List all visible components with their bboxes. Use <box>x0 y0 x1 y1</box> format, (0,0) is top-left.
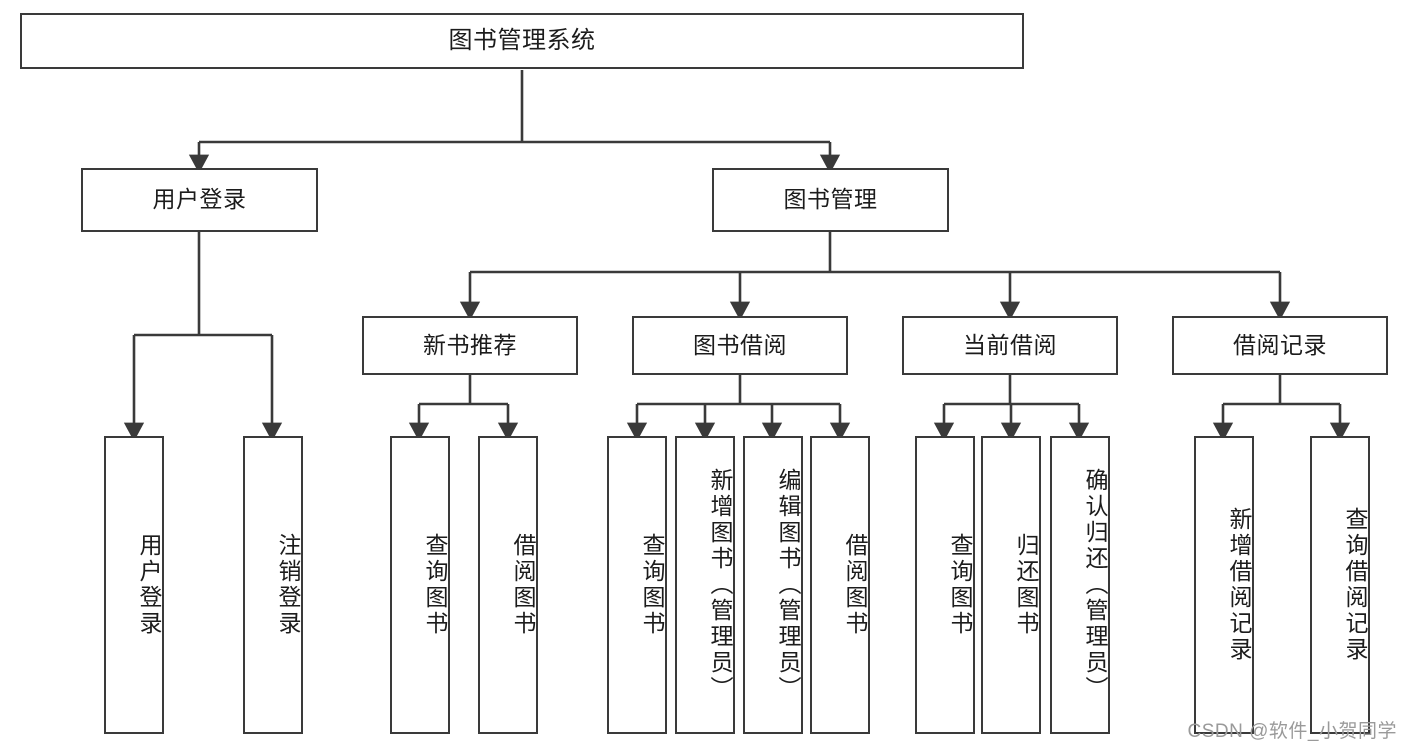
node-book-management-label: 图书管理 <box>783 186 878 213</box>
node-borrow-records[interactable]: 借阅记录 <box>1172 316 1388 375</box>
node-user-login[interactable]: 用户登录 <box>81 168 318 232</box>
leaf-confirm-return-admin[interactable]: 确认归还（管理员） <box>1050 436 1110 734</box>
watermark-text: CSDN @软件_小贺同学 <box>1187 721 1397 742</box>
leaf-query-books-borrow[interactable]: 查询图书 <box>607 436 667 734</box>
leaf-user-login-label: 用户登录 <box>136 533 162 637</box>
leaf-query-books-current-label: 查询图书 <box>947 533 973 637</box>
leaf-return-books[interactable]: 归还图书 <box>981 436 1041 734</box>
leaf-add-borrow-record[interactable]: 新增借阅记录 <box>1194 436 1254 734</box>
node-current-borrow[interactable]: 当前借阅 <box>902 316 1118 375</box>
node-book-borrow-label: 图书借阅 <box>693 331 787 358</box>
leaf-logout-label: 注销登录 <box>275 533 301 637</box>
leaf-edit-book-admin[interactable]: 编辑图书（管理员） <box>743 436 803 734</box>
leaf-logout[interactable]: 注销登录 <box>243 436 303 734</box>
node-root-label: 图书管理系统 <box>448 26 596 54</box>
leaf-borrow-books-borrow-label: 借阅图书 <box>842 533 868 637</box>
leaf-query-books-current[interactable]: 查询图书 <box>915 436 975 734</box>
node-root[interactable]: 图书管理系统 <box>20 13 1024 69</box>
leaf-user-login[interactable]: 用户登录 <box>104 436 164 734</box>
leaf-query-books-newbook[interactable]: 查询图书 <box>390 436 450 734</box>
node-user-login-label: 用户登录 <box>152 186 247 213</box>
node-book-borrow[interactable]: 图书借阅 <box>632 316 848 375</box>
leaf-add-book-admin-label: 新增图书（管理员） <box>707 468 733 702</box>
leaf-add-book-admin[interactable]: 新增图书（管理员） <box>675 436 735 734</box>
leaf-confirm-return-admin-label: 确认归还（管理员） <box>1082 468 1108 702</box>
node-new-book-recommend-label: 新书推荐 <box>423 331 517 358</box>
leaf-borrow-books-newbook-label: 借阅图书 <box>510 533 536 637</box>
leaf-query-books-borrow-label: 查询图书 <box>639 533 665 637</box>
leaf-query-borrow-record[interactable]: 查询借阅记录 <box>1310 436 1370 734</box>
node-book-management[interactable]: 图书管理 <box>712 168 949 232</box>
leaf-return-books-label: 归还图书 <box>1013 533 1039 637</box>
leaf-edit-book-admin-label: 编辑图书（管理员） <box>775 468 801 702</box>
node-new-book-recommend[interactable]: 新书推荐 <box>362 316 578 375</box>
node-current-borrow-label: 当前借阅 <box>963 331 1057 358</box>
leaf-query-books-newbook-label: 查询图书 <box>422 533 448 637</box>
leaf-query-borrow-record-label: 查询借阅记录 <box>1342 507 1368 663</box>
leaf-borrow-books-newbook[interactable]: 借阅图书 <box>478 436 538 734</box>
node-borrow-records-label: 借阅记录 <box>1233 331 1327 358</box>
leaf-add-borrow-record-label: 新增借阅记录 <box>1226 507 1252 663</box>
leaf-borrow-books-borrow[interactable]: 借阅图书 <box>810 436 870 734</box>
